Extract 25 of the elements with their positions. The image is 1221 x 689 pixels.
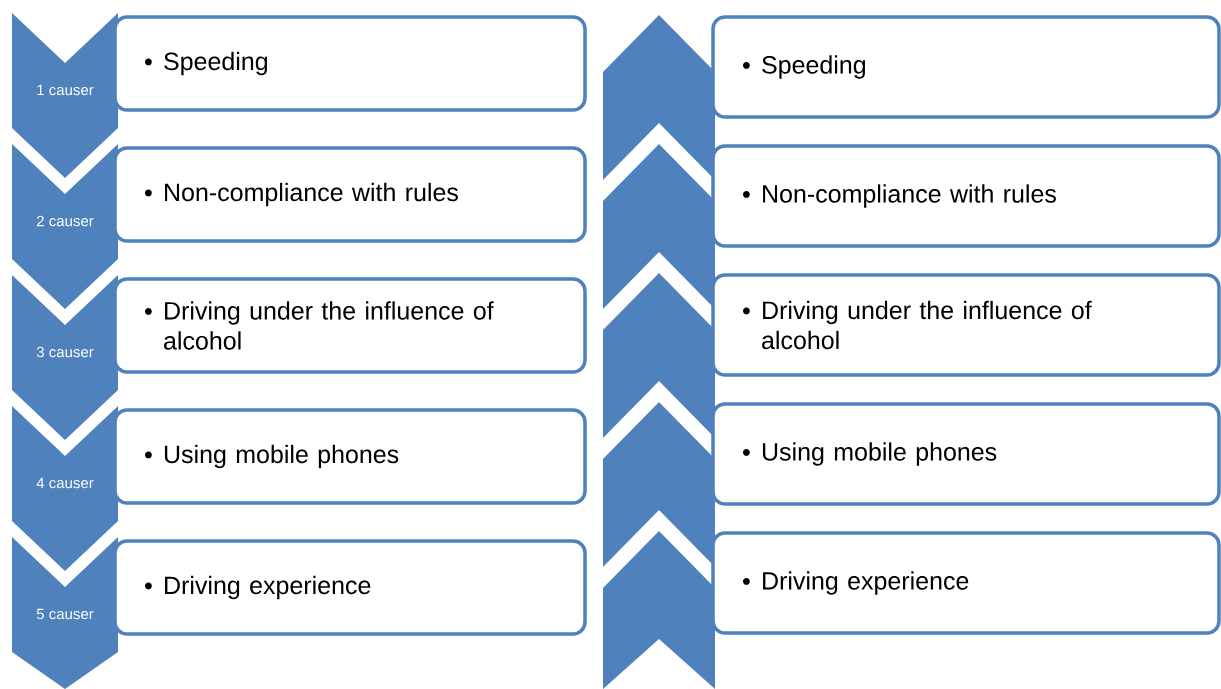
bulleted-text-box: Driving experience — [113, 539, 587, 636]
bulleted-text-box: Using mobile phones — [113, 408, 587, 505]
bulleted-text-box: Driving experience — [711, 531, 1221, 635]
chevron-block — [603, 402, 715, 567]
bulleted-text-box: Driving under the influence of alcohol — [711, 273, 1221, 377]
bulleted-text-box: Speeding — [711, 15, 1221, 119]
bulleted-text-box: Using mobile phones — [711, 402, 1221, 506]
chevron-block — [603, 531, 715, 689]
bulleted-text-box: Non-compliance with rules — [711, 144, 1221, 248]
chevron-block — [603, 15, 715, 180]
bulleted-text-box: Non-compliance with rules — [113, 146, 587, 243]
node-label: 3 causer — [36, 346, 94, 358]
chevron-label-block: 4 causer — [12, 406, 118, 571]
chevron-label-block: 1 causer — [12, 13, 118, 178]
chevron-label-block: 2 causer — [12, 144, 118, 309]
node-label: 5 causer — [36, 608, 94, 620]
chevron-block — [603, 144, 715, 309]
bulleted-text-box: Driving under the influence of alcohol — [113, 277, 587, 374]
node-label: 4 causer — [36, 477, 94, 489]
bulleted-text-box: Speeding — [113, 15, 587, 112]
chevron-label-block: 5 causer — [12, 537, 118, 689]
chevron-label-block: 3 causer — [12, 275, 118, 440]
chevron-block — [603, 273, 715, 438]
node-label: 1 causer — [37, 84, 94, 96]
node-label: 2 causer — [36, 215, 94, 227]
